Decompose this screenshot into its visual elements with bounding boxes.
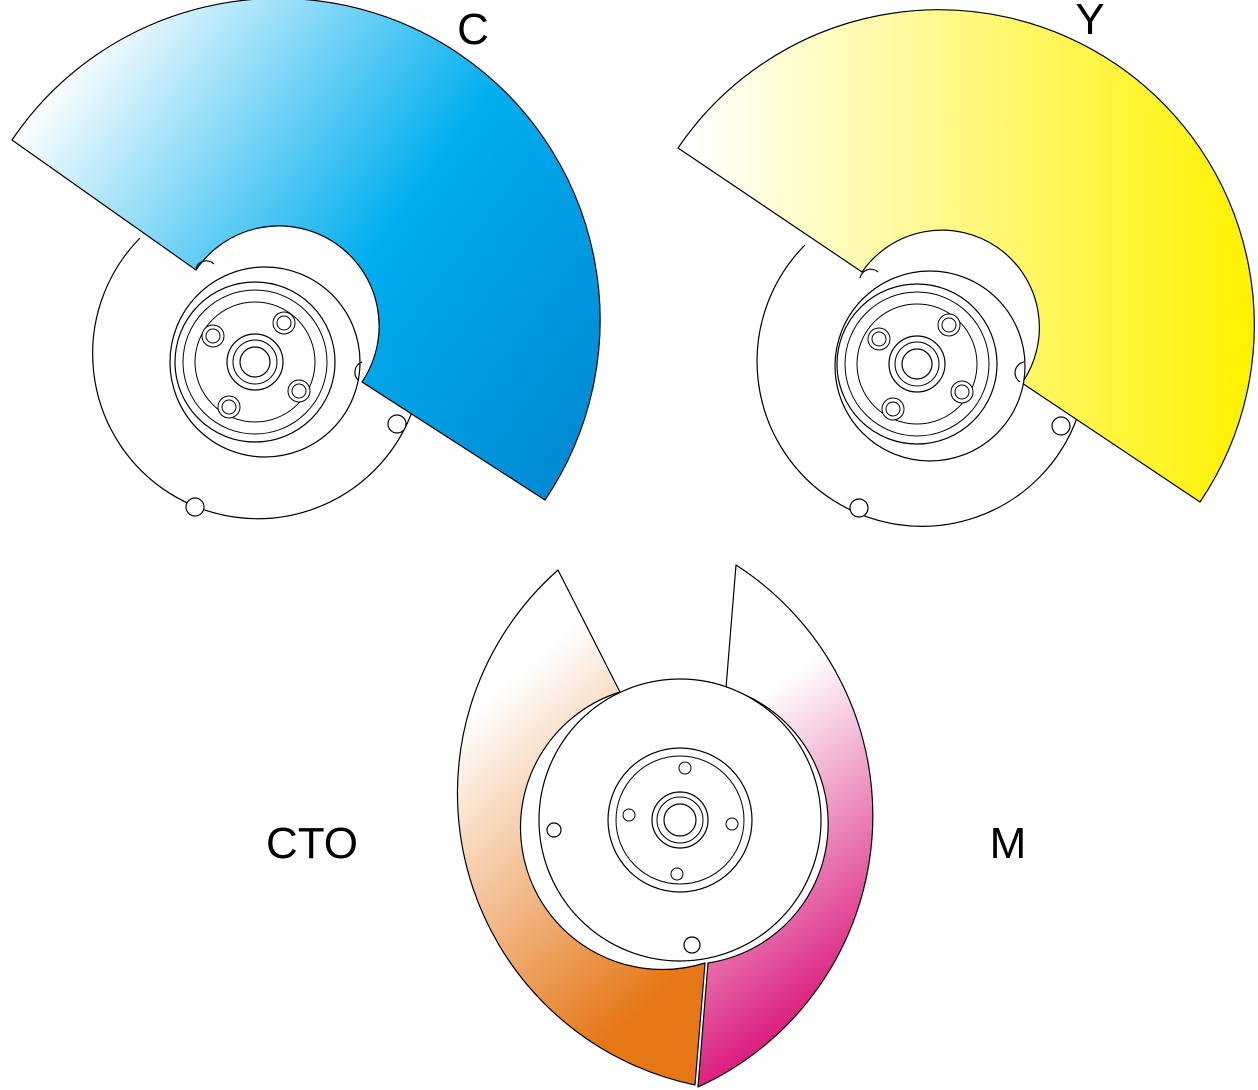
cm-bolt-hole [622,808,636,822]
cm-index-hole [546,822,562,838]
yellow-index-hole [1051,416,1071,436]
yellow-hub-center-outer [888,335,946,393]
magenta-label: M [990,819,1027,868]
yellow-hub-center-inner [901,348,933,380]
magenta-filter-sector [697,564,874,1088]
cyan-hub-bolt-holes [201,311,311,419]
cm-hub-center-outer [651,791,709,849]
cyan-bolt-hole [205,328,221,344]
cyan-hub-center-inner [239,346,271,378]
yellow-hub-bolt-holes [867,313,974,421]
cm-bolt-hole [670,867,684,881]
yellow-label: Y [1075,0,1104,44]
cyan-wheel: C [11,0,601,520]
cyan-bolt-hole [276,315,292,331]
cyan-filter-sector [11,0,601,501]
cyan-index-hole [387,414,407,434]
cyan-hub-center-mid [232,339,278,385]
cm-hub-center-mid [656,796,704,844]
cyan-hub-ring-mid [194,301,316,423]
cto-label: CTO [266,819,358,868]
cm-hub-ring-inner [615,755,745,885]
yellow-notch-lower [1014,361,1025,383]
cto-filter-sector [456,569,706,1086]
yellow-bolt-hole [885,401,901,417]
yellow-filter-sector [677,9,1255,503]
cyan-label: C [457,5,489,54]
yellow-index-hole [849,498,869,518]
yellow-bolt-hole [954,384,970,400]
yellow-wheel: Y [677,0,1255,527]
cm-bolt-hole [678,761,692,775]
cm-bolt-hole [725,817,739,831]
yellow-hub-ring-inner [844,291,990,437]
yellow-notch-upper [859,268,879,279]
cyan-hub-ring-inner [182,289,328,435]
cto-magenta-wheel: CTO M [266,564,1027,1088]
yellow-bolt-hole [941,317,957,333]
cm-hub-bolt-holes [622,761,739,881]
cm-index-hole [683,936,701,954]
yellow-hub-ring-mid [856,303,978,425]
yellow-bolt-hole [871,331,887,347]
yellow-hub-center-mid [894,341,940,387]
yellow-hub-ring-outer [836,283,998,445]
cyan-hub-plate [169,266,361,458]
cm-hub-center-inner [663,803,697,837]
cyan-hub-ring-outer [174,281,336,443]
cyan-bolt-hole [221,399,237,415]
cyan-notch-upper [195,260,215,269]
cyan-hub-center-outer [226,333,284,391]
cyan-index-hole [185,497,205,517]
cm-hub-plate [538,678,822,962]
cm-hub-ring-outer [607,747,753,893]
cyan-notch-lower [354,361,363,381]
cyan-bolt-hole [291,383,307,399]
